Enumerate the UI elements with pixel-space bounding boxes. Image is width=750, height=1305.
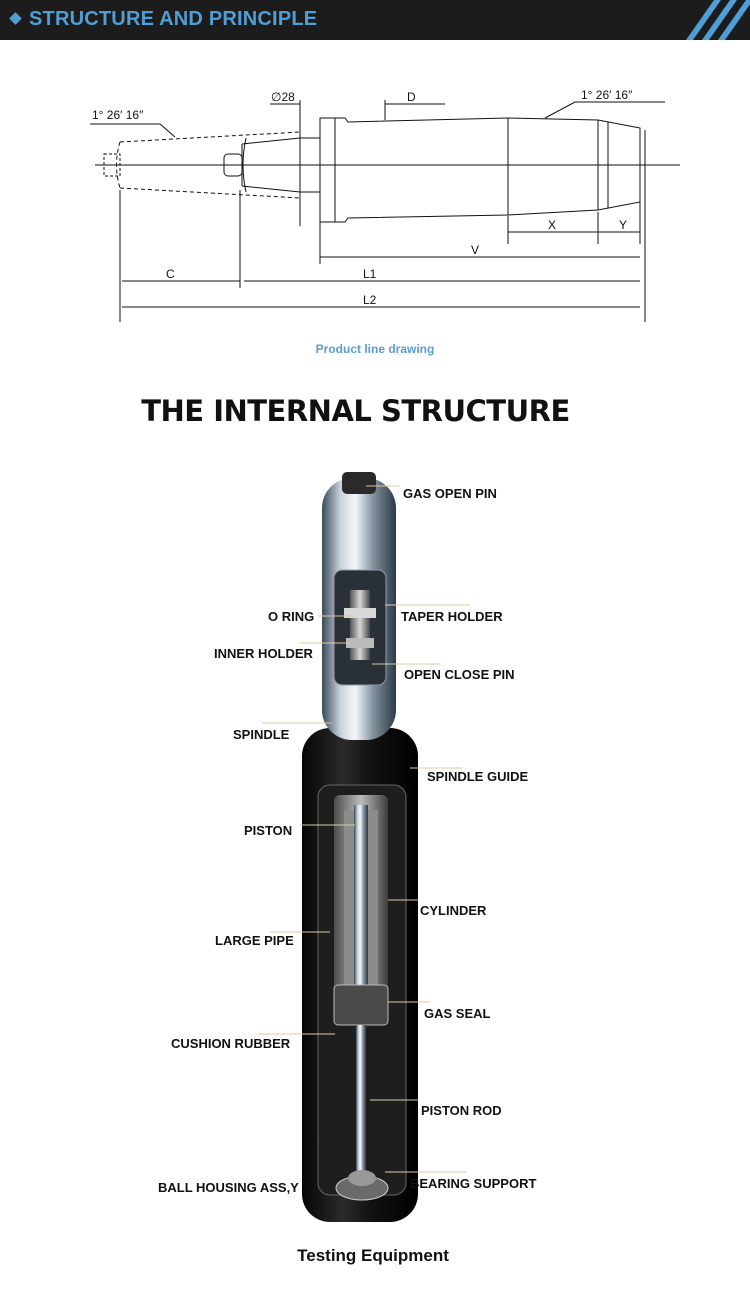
section-header: STRUCTURE AND PRINCIPLE (0, 0, 750, 40)
label-gas-open-pin: GAS OPEN PIN (403, 486, 497, 501)
l2-label: L2 (363, 293, 377, 307)
label-taper-holder: TAPER HOLDER (401, 609, 503, 624)
label-spindle-guide: SPINDLE GUIDE (427, 769, 528, 784)
footer-caption: Testing Equipment (297, 1246, 449, 1265)
label-open-close-pin: OPEN CLOSE PIN (404, 667, 515, 682)
x-label: X (548, 218, 556, 232)
internal-structure-diagram: GAS OPEN PIN O RING TAPER HOLDER INNER H… (158, 472, 536, 1222)
v-label: V (471, 243, 479, 257)
label-spindle: SPINDLE (233, 727, 290, 742)
label-cylinder: CYLINDER (420, 903, 487, 918)
internal-structure-title: THE INTERNAL STRUCTURE (141, 394, 570, 428)
angle-left-label: 1° 26′ 16″ (92, 108, 144, 122)
label-piston: PISTON (244, 823, 292, 838)
diamond-icon (9, 12, 22, 25)
c-label: C (166, 267, 175, 281)
l1-label: L1 (363, 267, 377, 281)
diameter-label: ∅28 (271, 90, 295, 104)
angle-right-label: 1° 26′ 16″ (581, 88, 633, 102)
d-label: D (407, 90, 416, 104)
label-gas-seal: GAS SEAL (424, 1006, 491, 1021)
label-inner-holder: INNER HOLDER (214, 646, 314, 661)
label-cushion-rubber: CUSHION RUBBER (171, 1036, 291, 1051)
label-ball-housing: BALL HOUSING ASS,Y (158, 1180, 299, 1195)
label-piston-rod: PISTON ROD (421, 1103, 502, 1118)
drawing-caption: Product line drawing (315, 342, 435, 356)
product-line-drawing: 1° 26′ 16″ ∅28 D 1° 26′ 16″ X Y V C L1 L… (90, 88, 680, 322)
section-title: STRUCTURE AND PRINCIPLE (29, 8, 318, 30)
y-label: Y (619, 218, 627, 232)
label-large-pipe: LARGE PIPE (215, 933, 294, 948)
label-bearing-support: BEARING SUPPORT (410, 1176, 536, 1191)
label-o-ring: O RING (268, 609, 314, 624)
gas-open-pin-cap (342, 472, 376, 494)
